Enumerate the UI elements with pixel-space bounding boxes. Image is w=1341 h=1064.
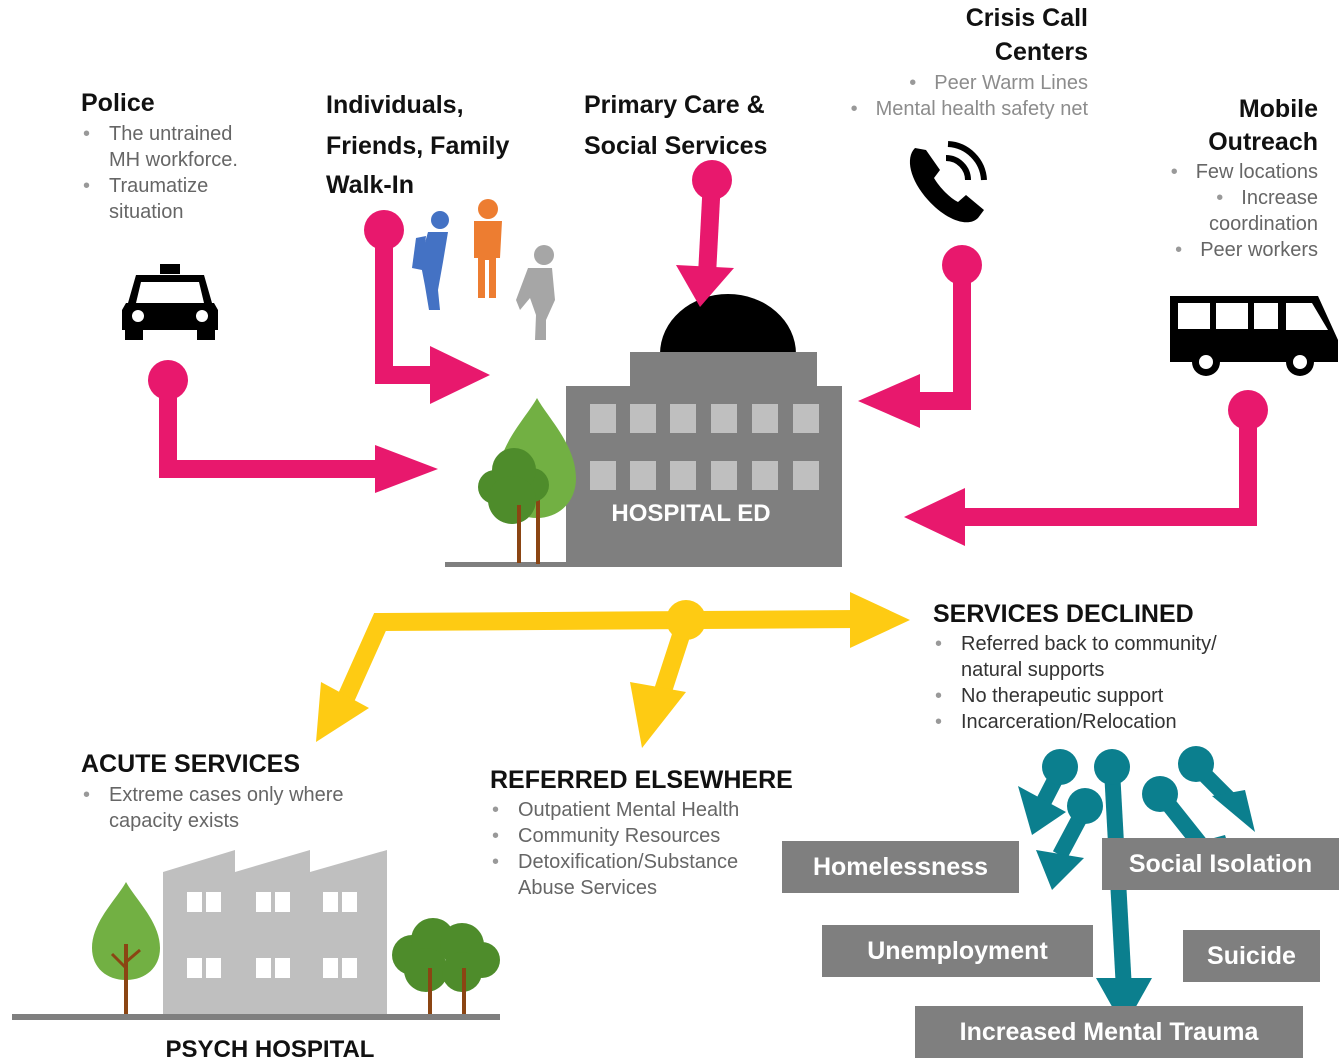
van-icon xyxy=(1170,296,1338,376)
intake-arrows xyxy=(159,179,1257,526)
individuals-title-line-2: Friends, Family xyxy=(326,132,510,160)
referred-elsewhere-block: REFERRED ELSEWHERE Outpatient Mental Hea… xyxy=(490,763,850,901)
suicide-box: Suicide xyxy=(1183,930,1320,982)
mobile-bullet-2: Increase coordination xyxy=(1158,185,1318,237)
crisis-bullets: Peer Warm Lines Mental health safety net xyxy=(788,70,1088,122)
outcome-arrows xyxy=(337,610,859,703)
referred-elsewhere-bullet-1: Outpatient Mental Health xyxy=(490,797,850,823)
psych-hospital-building xyxy=(12,850,500,1020)
primary-care-title-line-1: Primary Care & xyxy=(584,91,765,119)
police-title: Police xyxy=(81,89,155,117)
police-bullets: The untrained MH workforce. Traumatize s… xyxy=(81,121,281,225)
services-declined-bullets: Referred back to community/ natural supp… xyxy=(933,631,1273,735)
outcome-arrowheads xyxy=(316,592,910,748)
referred-elsewhere-title: REFERRED ELSEWHERE xyxy=(490,766,793,794)
mobile-title-line-1: Mobile xyxy=(1238,95,1318,123)
acute-services-bullets: Extreme cases only where capacity exists xyxy=(81,782,401,834)
mobile-bullet-3: Peer workers xyxy=(1158,237,1318,263)
homelessness-box: Homelessness xyxy=(782,841,1019,893)
crisis-bullet-2: Mental health safety net xyxy=(788,96,1088,122)
intake-arrowheads xyxy=(148,160,1268,546)
hospital-label: HOSPITAL ED xyxy=(611,500,771,527)
hospital-trees-icon xyxy=(478,398,576,564)
hospital-building xyxy=(445,294,842,567)
primary-care-block: Primary Care & Social Services xyxy=(584,85,767,167)
referred-elsewhere-bullets: Outpatient Mental Health Community Resou… xyxy=(490,797,850,901)
social-isolation-box: Social Isolation xyxy=(1102,838,1339,890)
individuals-block: Individuals, Friends, Family Walk-In xyxy=(326,85,509,203)
services-declined-bullet-3: Incarceration/Relocation xyxy=(933,709,1273,735)
referred-elsewhere-bullet-3: Detoxification/Substance Abuse Services xyxy=(490,849,768,901)
psych-hospital-trees-icon xyxy=(92,882,500,1014)
individuals-title-line-3: Walk-In xyxy=(326,171,414,199)
crisis-bullet-1: Peer Warm Lines xyxy=(788,70,1088,96)
primary-care-title-line-2: Social Services xyxy=(584,132,768,160)
crisis-title-line-1: Crisis Call xyxy=(965,4,1088,32)
police-car-icon xyxy=(122,264,218,340)
services-declined-title: SERVICES DECLINED xyxy=(933,600,1194,628)
individuals-title-line-1: Individuals, xyxy=(326,91,464,119)
crisis-block: Crisis Call Centers Peer Warm Lines Ment… xyxy=(788,0,1088,122)
mobile-block: Mobile Outreach Few locations Increase c… xyxy=(1118,93,1318,263)
acute-services-block: ACUTE SERVICES Extreme cases only where … xyxy=(81,746,401,834)
mobile-title-line-2: Outreach xyxy=(1208,128,1318,156)
mobile-bullet-1: Few locations xyxy=(1158,159,1318,185)
police-bullet-2: Traumatize situation xyxy=(81,173,229,225)
services-declined-block: SERVICES DECLINED Referred back to commu… xyxy=(933,597,1273,735)
increased-mental-trauma-box: Increased Mental Trauma xyxy=(915,1006,1303,1058)
services-declined-bullet-2: No therapeutic support xyxy=(933,683,1273,709)
referred-elsewhere-bullet-2: Community Resources xyxy=(490,823,850,849)
unemployment-box: Unemployment xyxy=(822,925,1093,977)
phone-icon xyxy=(909,141,987,223)
crisis-title-line-2: Centers xyxy=(994,38,1088,66)
acute-services-title: ACUTE SERVICES xyxy=(81,750,301,778)
services-declined-bullet-1: Referred back to community/ natural supp… xyxy=(933,631,1251,683)
distressed-people-icon xyxy=(412,199,555,340)
police-bullet-1: The untrained MH workforce. xyxy=(81,121,259,173)
psych-hospital-label: PSYCH HOSPITAL xyxy=(165,1036,375,1063)
acute-services-bullet-1: Extreme cases only where capacity exists xyxy=(81,782,379,834)
police-block: Police The untrained MH workforce. Traum… xyxy=(81,83,281,225)
mobile-bullets: Few locations Increase coordination Peer… xyxy=(1158,159,1318,263)
